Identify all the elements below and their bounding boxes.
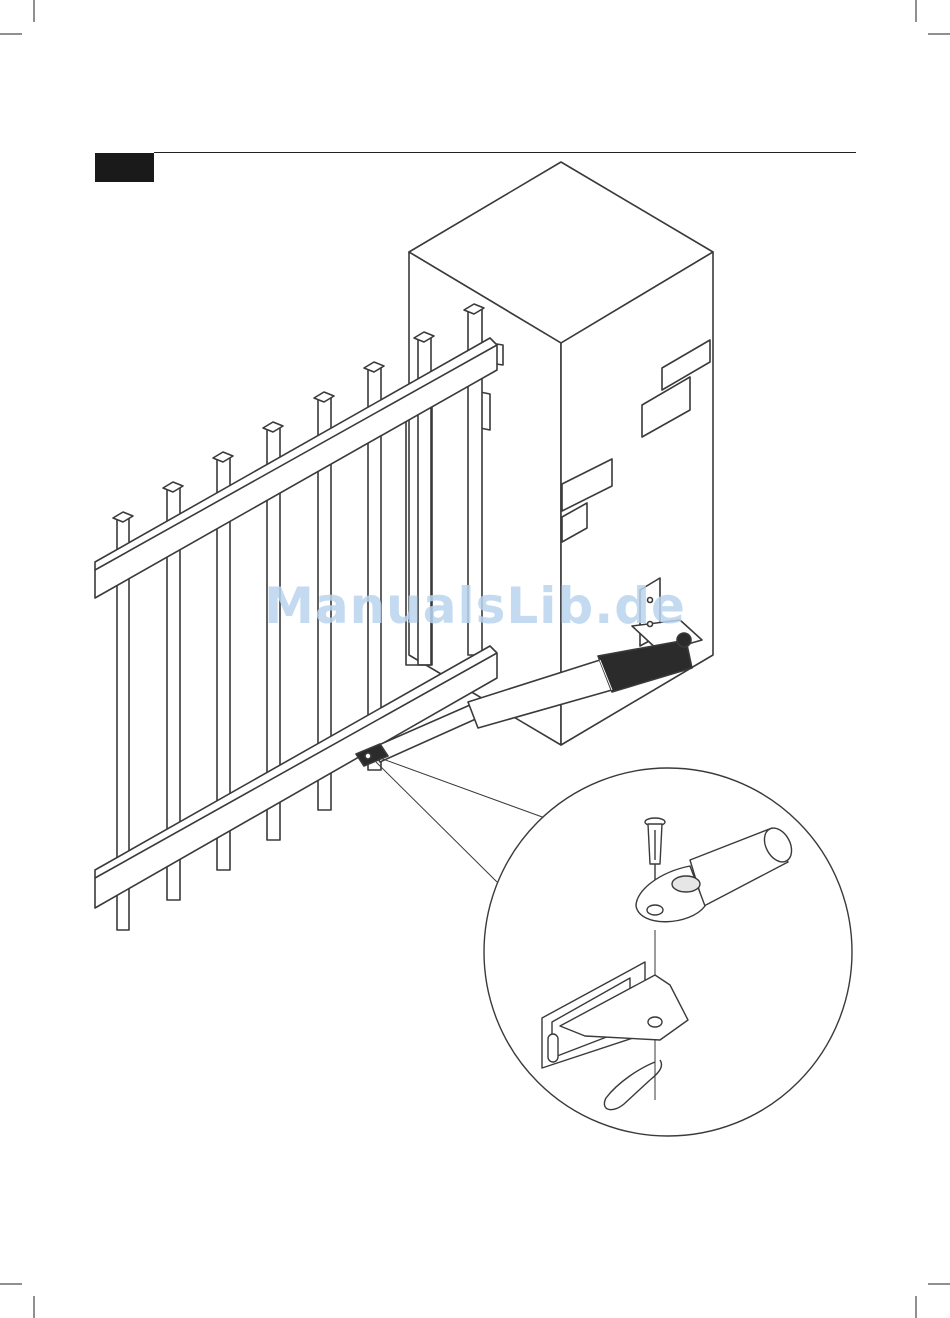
detail-circle [484,768,852,1136]
